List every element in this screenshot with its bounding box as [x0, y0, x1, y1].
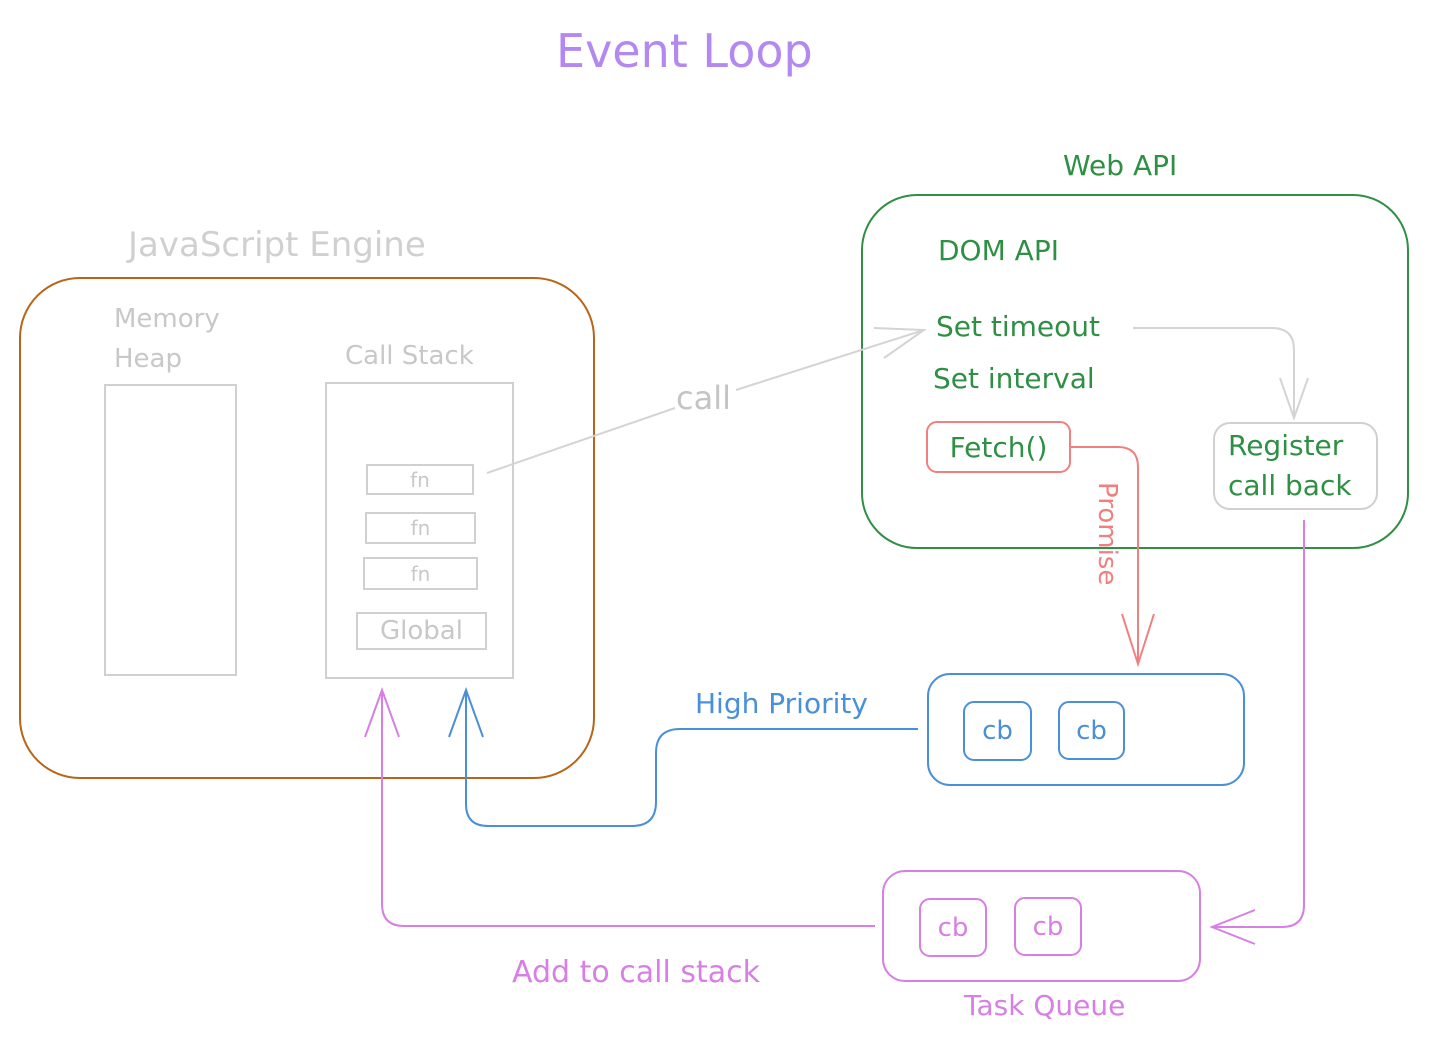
- web-api-box: [861, 194, 1409, 549]
- task-queue-label: Task Queue: [964, 989, 1126, 1022]
- page-title: Event Loop: [556, 24, 813, 78]
- task-cb-label: cb: [1032, 911, 1064, 942]
- register-callback-box: [1213, 422, 1378, 510]
- timeout-arrowhead: [1279, 377, 1309, 422]
- add-to-stack-arrowhead: [364, 687, 400, 738]
- stack-frame-fn: fn: [410, 467, 430, 492]
- stack-frame-box: [363, 557, 478, 590]
- task-cb-label: cb: [937, 912, 969, 943]
- microtask-queue-box: [927, 673, 1245, 786]
- microtask-cb-label: cb: [982, 716, 1013, 746]
- set-interval-label: Set interval: [933, 362, 1095, 395]
- microtask-cb-box: [963, 701, 1032, 761]
- fetch-box: [926, 421, 1071, 473]
- web-api-title: Web API: [1063, 149, 1178, 182]
- high-priority-arrow: [465, 690, 918, 827]
- task-queue-box: [882, 870, 1201, 982]
- microtask-cb-box: [1058, 701, 1125, 760]
- stack-frame-box: [366, 464, 474, 495]
- call-arrow: [486, 329, 925, 474]
- dom-api-label: DOM API: [938, 234, 1059, 267]
- stack-frame-box: [365, 512, 476, 544]
- register-to-queue-arrowhead: [1209, 909, 1256, 945]
- task-cb-box: [919, 898, 987, 957]
- call-stack-label: Call Stack: [345, 341, 474, 371]
- promise-label: Promise: [1092, 482, 1122, 586]
- stack-frame-box: [356, 612, 487, 650]
- microtask-cb-label: cb: [1076, 715, 1107, 746]
- register-to-queue-arrow: [1212, 520, 1305, 928]
- memory-heap-box: [104, 384, 237, 676]
- add-to-stack-label: Add to call stack: [512, 955, 760, 990]
- high-priority-label: High Priority: [695, 687, 868, 720]
- promise-arrow: [1071, 446, 1139, 664]
- high-priority-arrowhead: [448, 687, 484, 738]
- add-to-stack-arrow: [381, 690, 875, 927]
- call-stack-box: [325, 382, 514, 679]
- timeout-arrow: [1133, 327, 1295, 418]
- task-cb-box: [1014, 897, 1082, 956]
- fetch-label: Fetch(): [949, 430, 1048, 464]
- stack-frame-fn: fn: [410, 561, 431, 586]
- register-label-line2: call back: [1228, 469, 1352, 502]
- js-engine-box: [19, 277, 595, 779]
- promise-arrowhead: [1121, 613, 1155, 668]
- set-timeout-label: Set timeout: [936, 310, 1100, 343]
- call-arrowhead: [873, 327, 928, 359]
- register-label-line1: Register: [1228, 429, 1344, 462]
- call-label: call: [676, 379, 731, 417]
- memory-heap-label-line2: Heap: [114, 344, 182, 374]
- js-engine-title: JavaScript Engine: [128, 225, 426, 265]
- stack-frame-global: Global: [380, 616, 463, 646]
- stack-frame-fn: fn: [410, 516, 431, 540]
- memory-heap-label-line1: Memory: [114, 304, 220, 334]
